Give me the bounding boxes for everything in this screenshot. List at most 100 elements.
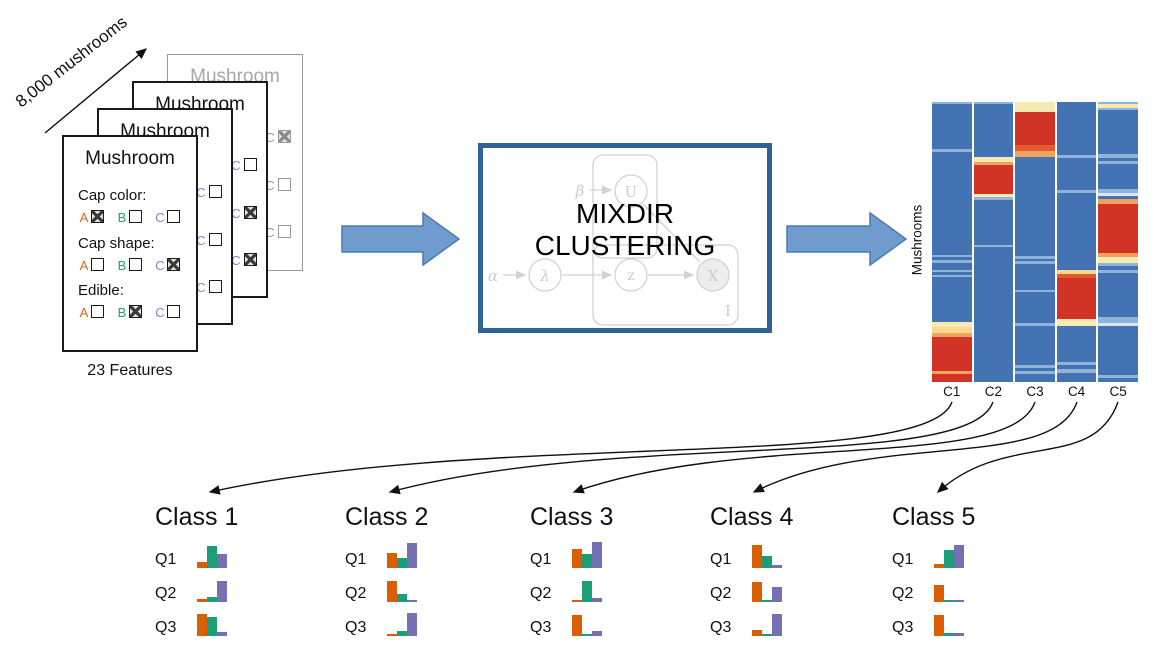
- answer-bar: [772, 587, 782, 602]
- heatmap-column-c3: [1015, 102, 1055, 382]
- heatmap-segment: [1015, 289, 1055, 293]
- answer-bar: [762, 600, 772, 602]
- question-row: Q3: [155, 609, 305, 636]
- option-letter: C: [196, 185, 206, 200]
- heatmap-segment: [1015, 292, 1055, 324]
- checkbox-unchecked: [167, 305, 180, 318]
- heatmap-column-label: C2: [984, 384, 1003, 399]
- heatmap-segment: [1056, 365, 1097, 370]
- option-letter: A: [79, 305, 89, 320]
- heatmap-segment: [973, 104, 1014, 157]
- heatmap-segment: [973, 162, 1014, 165]
- heatmap-column-c2: [973, 102, 1014, 382]
- heatmap-segment: [973, 247, 1014, 382]
- checkbox-unchecked: [278, 178, 291, 191]
- question-row: Q3: [710, 609, 860, 636]
- option-letter: C: [265, 178, 275, 193]
- mixdir-title-line1: MIXDIR: [576, 198, 674, 229]
- answer-bar-chart: [934, 541, 964, 568]
- answer-bar: [217, 581, 227, 602]
- checkbox-unchecked: [209, 280, 222, 293]
- heatmap-segment: [1056, 318, 1097, 326]
- question-label: Q3: [710, 619, 732, 636]
- heatmap-segment: [1098, 188, 1138, 193]
- checkbox-unchecked: [167, 210, 180, 223]
- answer-bar: [944, 550, 954, 568]
- answer-bar: [582, 554, 592, 568]
- question-label: Q3: [155, 619, 177, 636]
- answer-bar: [592, 631, 602, 636]
- question-row: Q1: [710, 541, 860, 568]
- answer-bar: [387, 581, 397, 602]
- heatmap-segment: [1098, 110, 1138, 154]
- answer-bar: [207, 546, 217, 568]
- heatmap-segment: [973, 199, 1014, 245]
- answer-bar: [197, 614, 207, 636]
- heatmap-segment: [1098, 104, 1138, 108]
- heatmap-segment: [932, 272, 972, 275]
- heatmap-segment: [1056, 190, 1097, 193]
- heatmap-segment: [932, 260, 972, 263]
- answer-bar: [934, 564, 944, 568]
- flow-arrow-c5-to-class5: [936, 401, 1119, 493]
- class-title: Class 5: [892, 503, 976, 531]
- heatmap-segment: [1056, 369, 1097, 373]
- answer-bar: [772, 565, 782, 568]
- heatmap-segment: [1015, 150, 1055, 157]
- features-count-label: 23 Features: [87, 362, 173, 379]
- heatmap-segment: [1015, 255, 1055, 259]
- answer-bar: [217, 632, 227, 636]
- question-row: Q1: [155, 541, 305, 568]
- checkbox-checked: [244, 206, 257, 219]
- option-letter: C: [231, 158, 241, 173]
- question-label: Q3: [530, 619, 552, 636]
- answer-bar: [397, 631, 407, 636]
- heatmap-segment: [1098, 198, 1138, 205]
- option-letter: C: [155, 305, 165, 320]
- class-title: Class 4: [710, 503, 794, 531]
- heatmap-segment: [1056, 362, 1097, 366]
- heatmap-segment: [1098, 195, 1138, 199]
- question-label: Q1: [155, 551, 177, 568]
- answer-bar: [944, 600, 954, 602]
- option-letter: C: [231, 253, 241, 268]
- heatmap-segment: [973, 197, 1014, 200]
- question-label: Q2: [892, 585, 914, 602]
- answer-bar: [387, 634, 397, 636]
- heatmap-segment: [1098, 102, 1138, 105]
- answer-bar: [772, 614, 782, 636]
- question-row: Q2: [155, 575, 305, 602]
- heatmap-segment: [932, 275, 972, 278]
- heatmap-segment: [1056, 157, 1097, 191]
- answer-bar: [397, 558, 407, 568]
- heatmap-segment: [1015, 263, 1055, 290]
- cluster-heatmap: [932, 102, 1138, 382]
- heatmap-segment: [1098, 107, 1138, 111]
- heatmap-y-axis-label: Mushrooms: [909, 204, 925, 276]
- answer-bar: [582, 634, 592, 636]
- heatmap-segment: [932, 269, 972, 273]
- answer-bar: [407, 543, 417, 568]
- option-letter: A: [79, 210, 89, 225]
- field-label: Cap color:: [78, 187, 147, 204]
- heatmap-segment: [1015, 325, 1055, 366]
- heatmap-segment: [1098, 374, 1138, 378]
- heatmap-segment: [1015, 102, 1055, 112]
- field-label: Edible:: [78, 282, 124, 299]
- flow-arrow-c1-to-class1: [208, 401, 953, 495]
- heatmap-segment: [1056, 269, 1097, 275]
- answer-bar: [592, 542, 602, 568]
- answer-bar: [752, 630, 762, 636]
- heatmap-column-c4: [1056, 102, 1097, 382]
- question-label: Q1: [530, 551, 552, 568]
- heatmap-segment: [932, 149, 972, 153]
- option-letter: C: [265, 130, 275, 145]
- question-row: Q1: [345, 541, 495, 568]
- heatmap-segment: [1098, 253, 1138, 258]
- checkbox-checked: [167, 258, 180, 271]
- question-label: Q2: [155, 585, 177, 602]
- answer-bar: [387, 553, 397, 568]
